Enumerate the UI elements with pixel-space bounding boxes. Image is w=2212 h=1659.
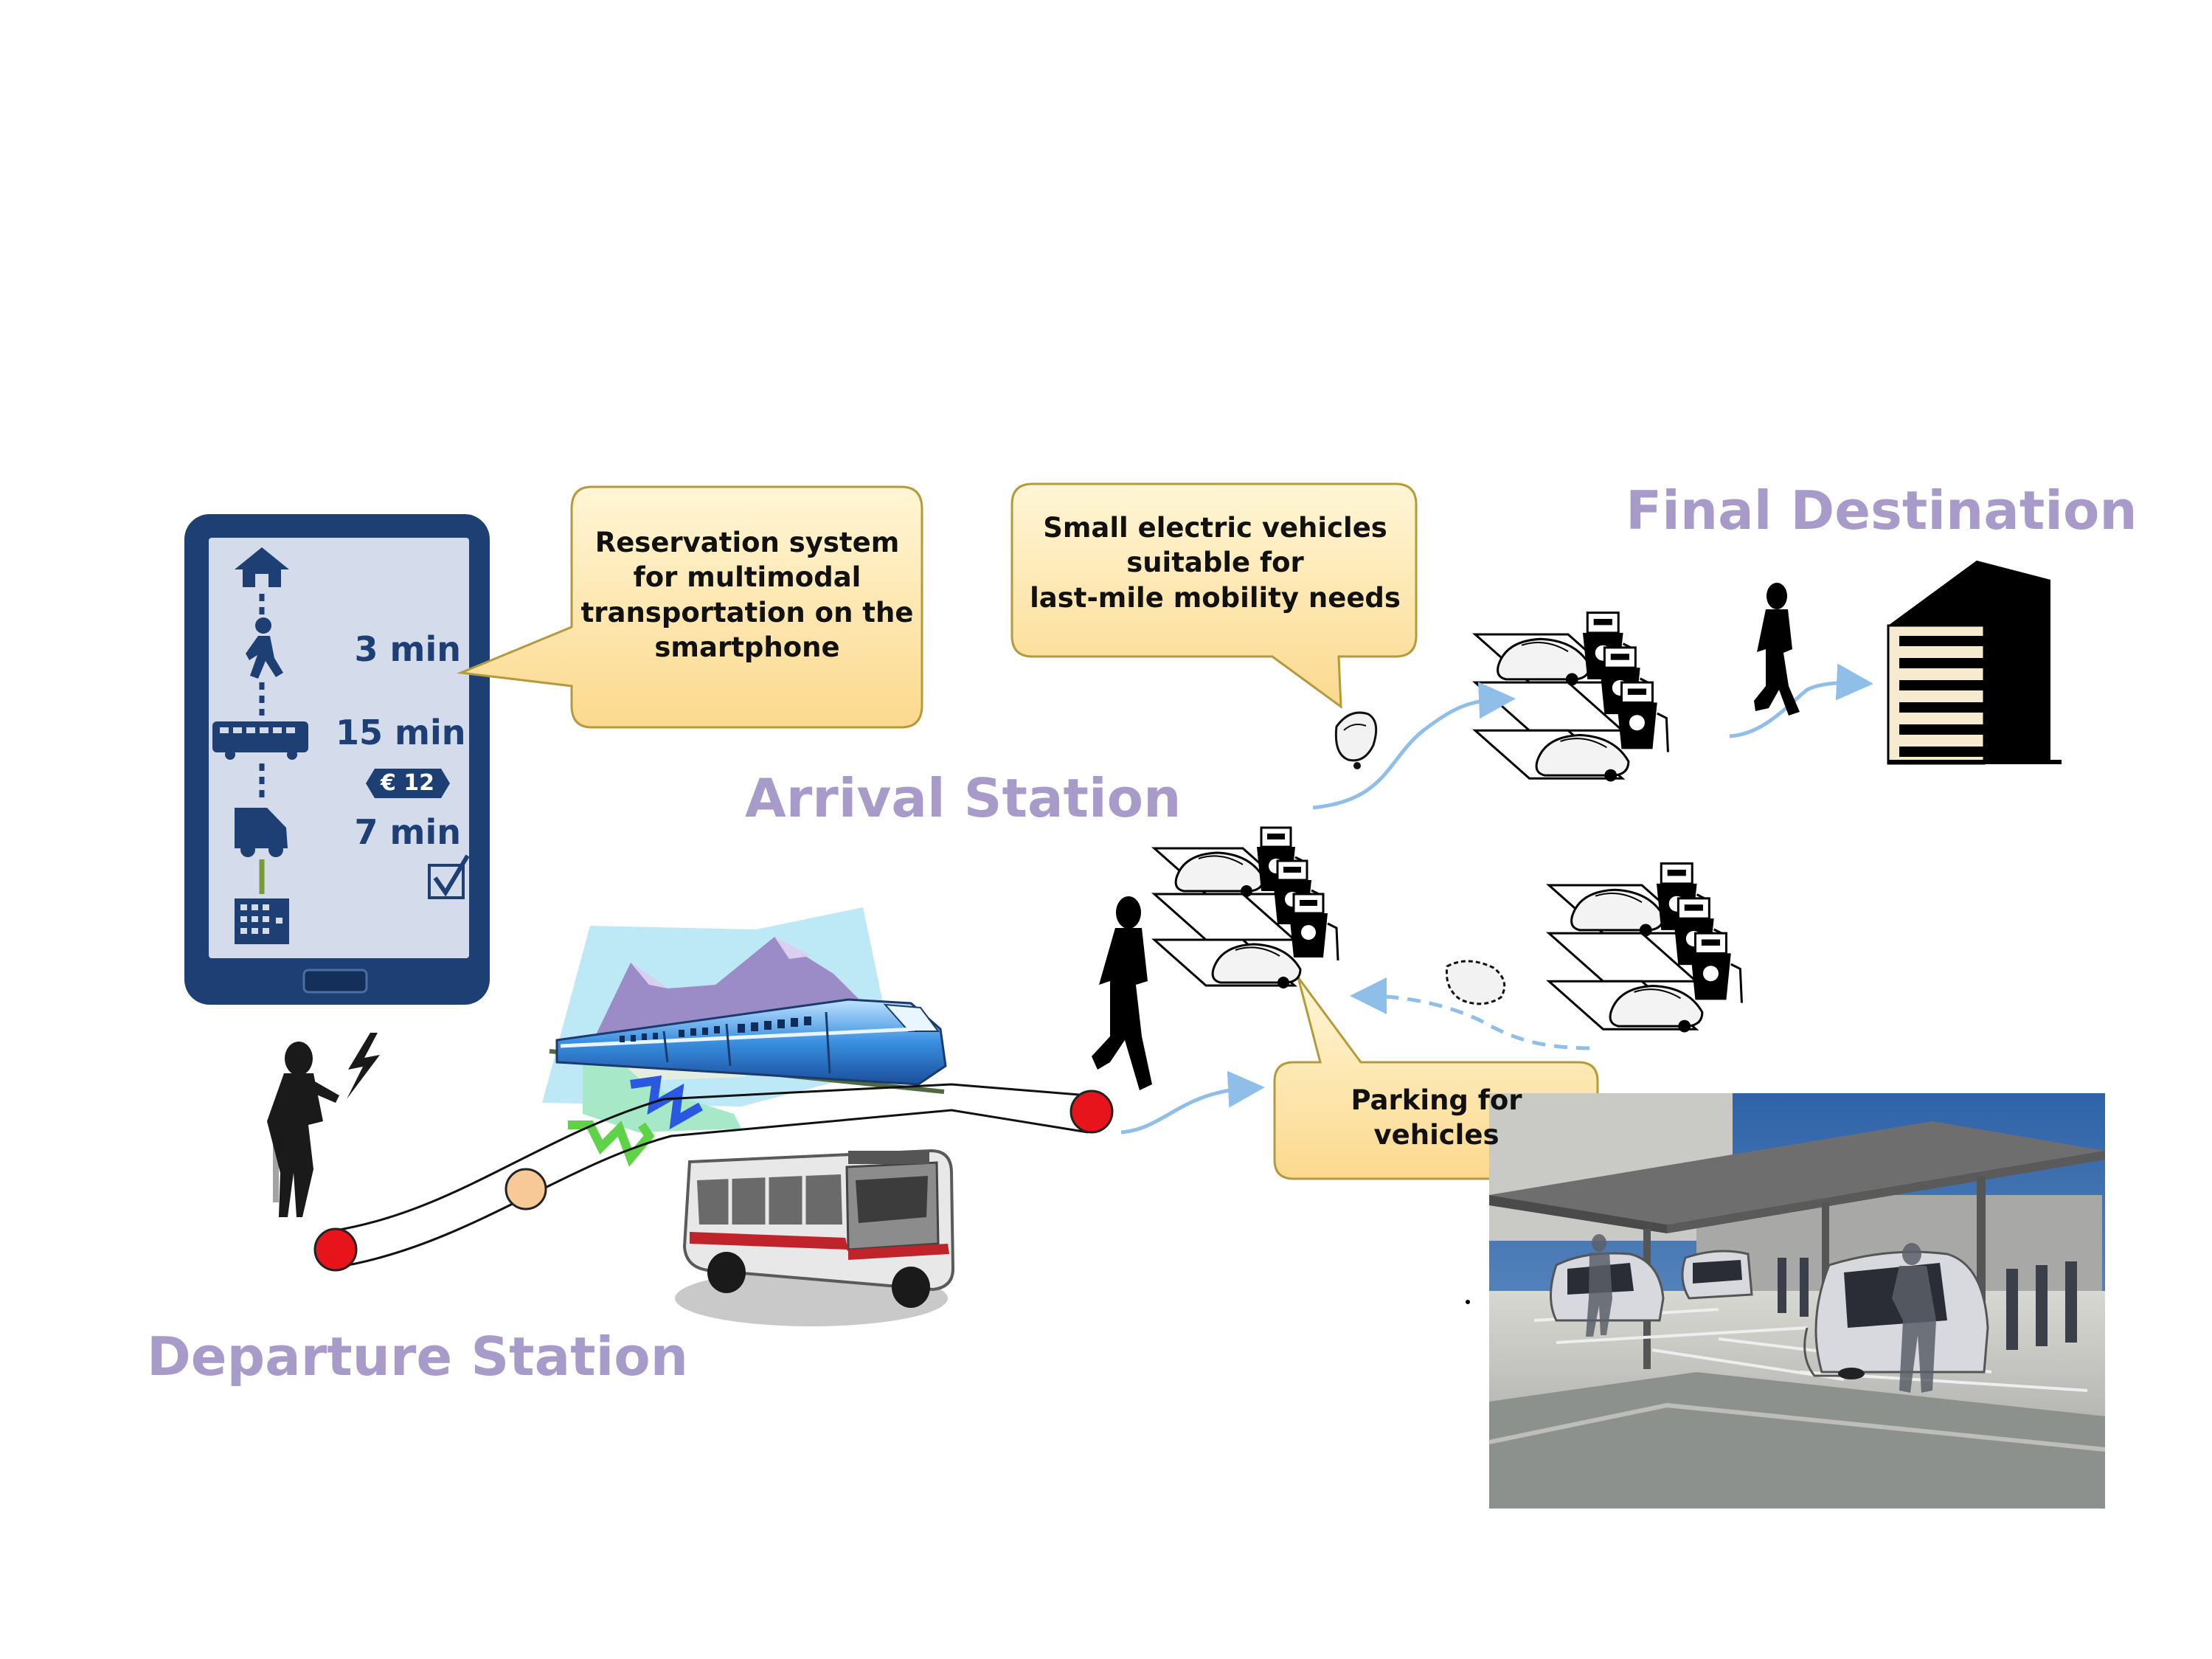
departure-station-label: Departure Station (147, 1326, 688, 1388)
parked-electric-car (1535, 733, 1630, 777)
walk-time-label: 3 min (354, 629, 461, 669)
office-building-icon (235, 898, 289, 944)
home-icon (235, 547, 289, 587)
route-arrow-to-parking (1120, 1070, 1265, 1135)
parking-slot (1472, 681, 1626, 732)
vehicles-callout-text: Small electric vehicles suitable for las… (1030, 512, 1401, 614)
parking-slot (1546, 932, 1699, 983)
vehicles-callout-bubble (1010, 482, 1418, 710)
train-scene (542, 907, 947, 1167)
bus-icon (212, 721, 308, 760)
reservation-callout-bubble (457, 485, 923, 729)
final-walking-person-silhouette (1754, 583, 1800, 716)
reservation-callout-text: Reservation system for multimodal transp… (580, 527, 914, 664)
parking-module-arrival (1151, 826, 1339, 988)
route-arrow-to-building (1729, 663, 1873, 738)
return-route-arrow (1350, 977, 1590, 1050)
vehicle-icon (235, 808, 288, 857)
ticket-price-label: € 12 (380, 770, 435, 796)
arrival-marker (1069, 1090, 1114, 1134)
pedestrian-icon (246, 617, 283, 679)
parking-photo (1466, 1093, 2106, 1509)
bus-time-label: 15 min (336, 713, 466, 752)
parking-module-final (1472, 612, 1669, 782)
office-building (1887, 561, 2062, 765)
departure-marker (313, 1227, 358, 1272)
electric-pod-vehicle (1334, 711, 1378, 769)
walking-person-silhouette (1092, 896, 1152, 1090)
final-destination-label: Final Destination (1626, 479, 2138, 541)
route-arrow-to-destination-parking (1312, 682, 1516, 810)
charging-station (1603, 646, 1637, 669)
parking-slot (1151, 893, 1297, 941)
parking-callout-text: Parking for vehicles (1351, 1084, 1522, 1151)
parked-electric-car (1211, 943, 1302, 984)
transfer-marker (505, 1168, 547, 1211)
checkbox-checked-icon (428, 854, 470, 899)
electric-pod-vehicle-returning (1445, 960, 1506, 1005)
parking-module-return (1546, 862, 1743, 1033)
vehicle-time-label: 7 min (354, 812, 461, 852)
person-with-phone-silhouette (267, 1042, 339, 1217)
arrival-station-label: Arrival Station (745, 767, 1182, 829)
parked-electric-car (1609, 984, 1704, 1028)
city-bus (675, 1149, 955, 1326)
ticket-price-badge (366, 769, 450, 798)
signal-lightning-icon (347, 1033, 380, 1099)
